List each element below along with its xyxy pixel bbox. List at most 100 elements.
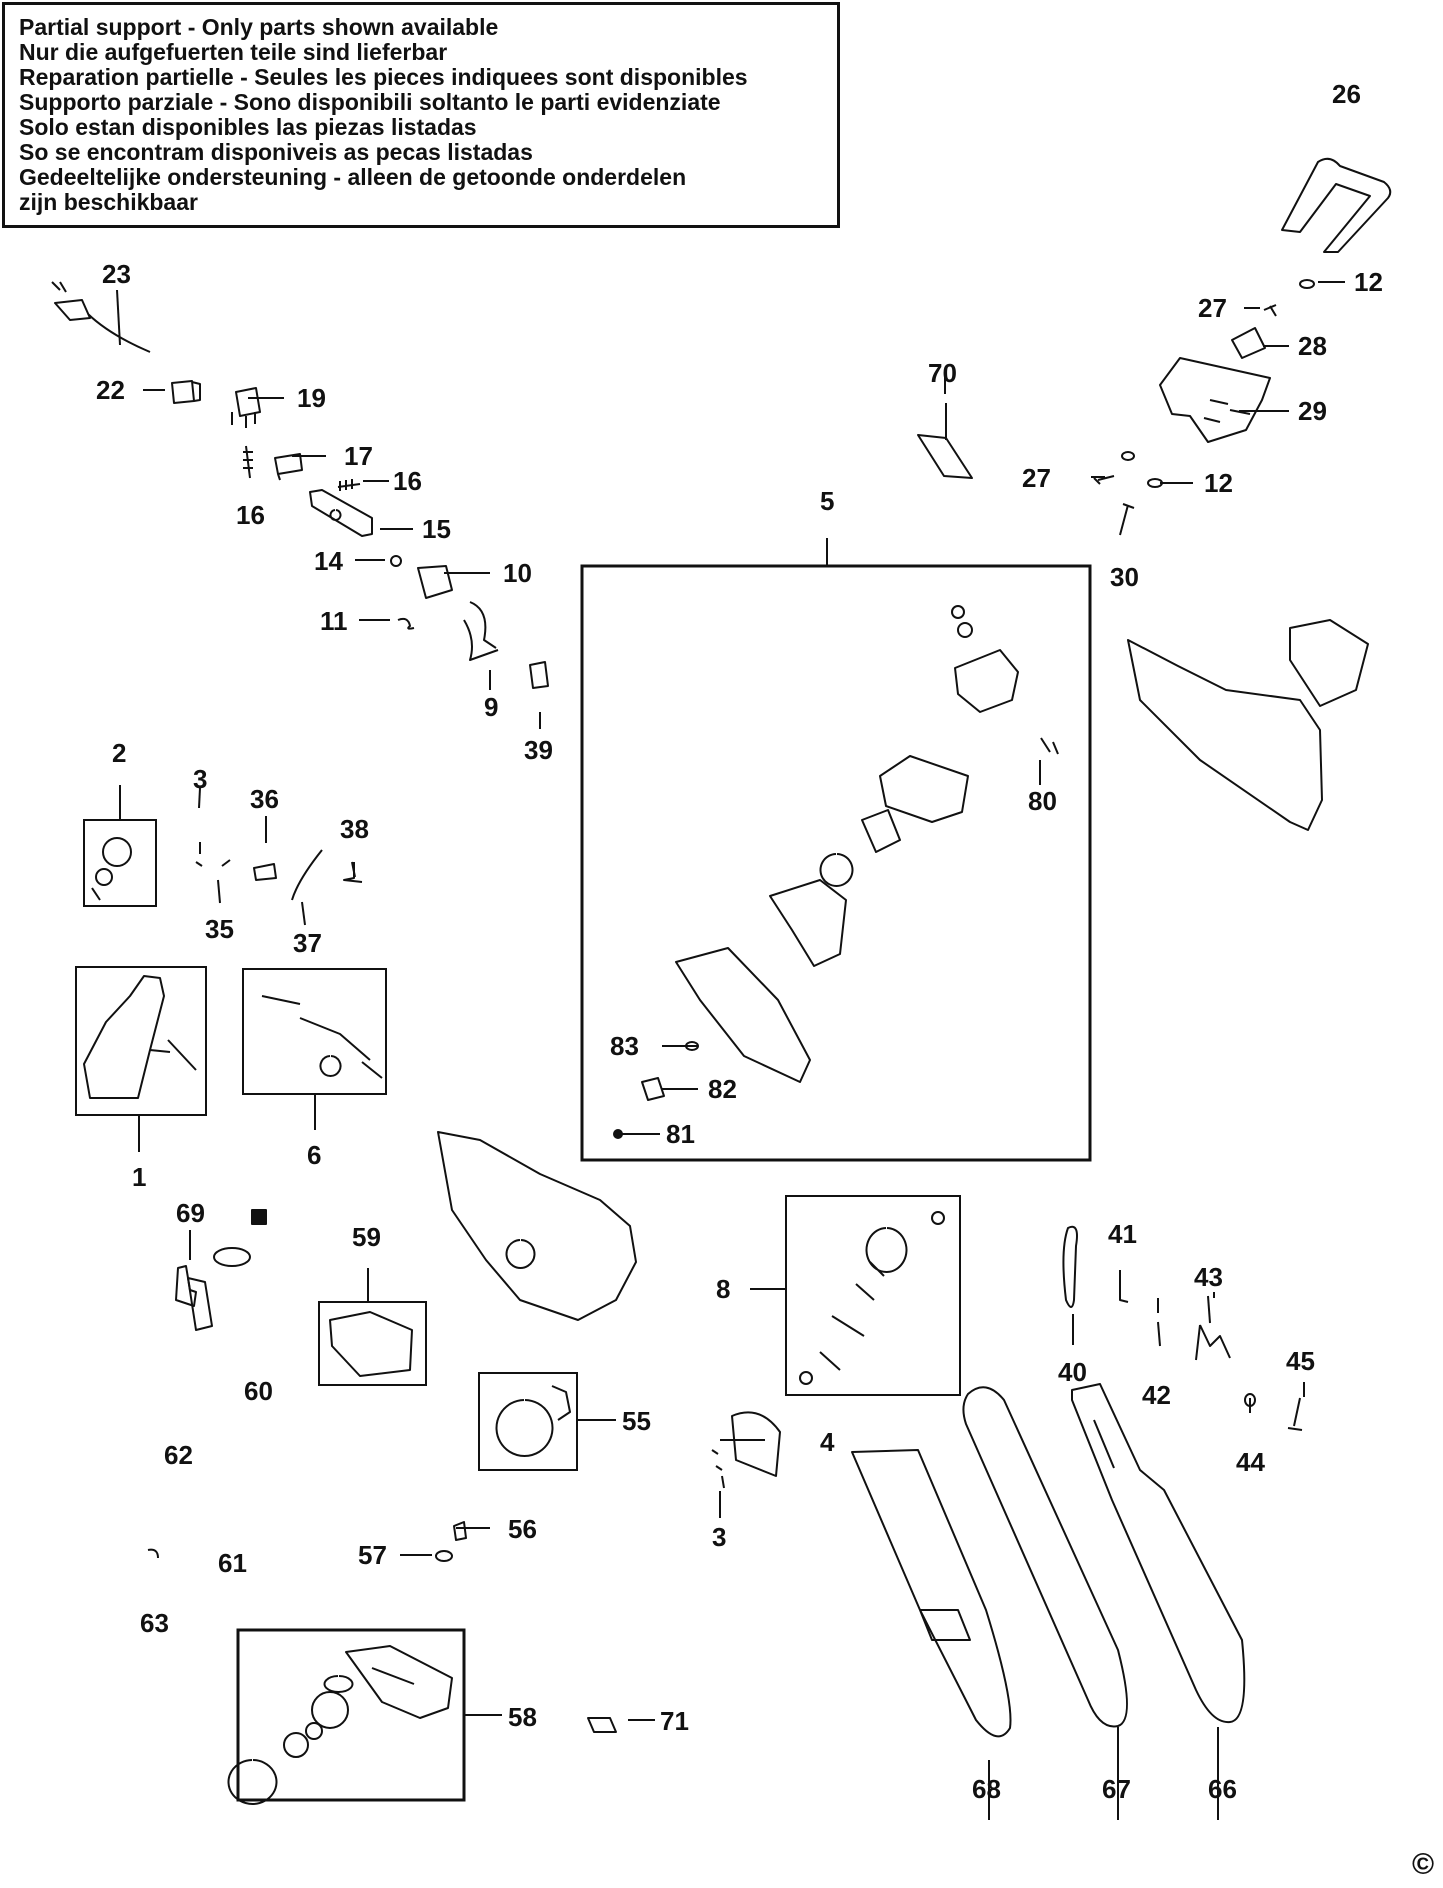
group-box-59 bbox=[318, 1301, 427, 1386]
notice-line: Reparation partielle - Seules les pieces… bbox=[19, 64, 748, 90]
callout-26: 26 bbox=[1332, 79, 1361, 109]
callout-12: 12 bbox=[1204, 468, 1233, 498]
screw-part bbox=[453, 1521, 467, 1541]
callout-11: 11 bbox=[320, 606, 348, 636]
spring-clip-part bbox=[397, 617, 415, 630]
washer-part bbox=[435, 1550, 453, 1562]
body-housing-part bbox=[1127, 619, 1369, 831]
callout-15: 15 bbox=[422, 514, 451, 544]
callout-28: 28 bbox=[1298, 331, 1327, 361]
label-sticker-part bbox=[587, 1717, 617, 1733]
washer-part bbox=[1147, 478, 1163, 488]
notice-line: Solo estan disponibles las piezas listad… bbox=[19, 114, 477, 140]
ring-part bbox=[323, 1675, 354, 1693]
pump-shaft-part bbox=[261, 995, 383, 1079]
callout-60: 60 bbox=[244, 1376, 273, 1406]
callout-80: 80 bbox=[1028, 786, 1057, 816]
screw-part bbox=[1263, 304, 1277, 317]
screw-part bbox=[1119, 503, 1135, 536]
label-sticker-part bbox=[917, 434, 973, 479]
washer-part bbox=[283, 1732, 309, 1758]
callout-5: 5 bbox=[820, 486, 834, 516]
notice-line: Gedeeltelijke ondersteuning - alleen de … bbox=[19, 164, 687, 190]
washer-part bbox=[95, 868, 113, 886]
callout-23: 23 bbox=[102, 259, 131, 289]
brush-holder-part bbox=[641, 1077, 665, 1101]
gear-housing-part bbox=[954, 649, 1019, 713]
wire-spring-part bbox=[463, 601, 499, 661]
callout-59: 59 bbox=[352, 1222, 381, 1252]
chain-catch-part bbox=[731, 1411, 781, 1477]
bearing-part bbox=[305, 1722, 323, 1740]
callout-56: 56 bbox=[508, 1514, 537, 1544]
handguard-part bbox=[1159, 357, 1271, 443]
callout-67: 67 bbox=[1102, 1774, 1131, 1804]
callout-58: 58 bbox=[508, 1702, 537, 1732]
callout-12: 12 bbox=[1354, 267, 1383, 297]
switch-block-part bbox=[274, 453, 303, 481]
group-box-1 bbox=[75, 966, 207, 1116]
chain-housing-part bbox=[437, 1131, 637, 1321]
tensioner-clip-part bbox=[1195, 1324, 1231, 1361]
callout-81: 81 bbox=[666, 1119, 695, 1149]
callout-69: 69 bbox=[176, 1198, 205, 1228]
washer-part bbox=[799, 1371, 813, 1385]
lock-button-part bbox=[417, 565, 453, 599]
callout-3: 3 bbox=[193, 764, 207, 794]
callout-36: 36 bbox=[250, 784, 279, 814]
callout-30: 30 bbox=[1110, 562, 1139, 592]
hook-part bbox=[343, 862, 363, 883]
callout-57: 57 bbox=[358, 1540, 387, 1570]
nozzle-part bbox=[91, 887, 101, 901]
oil-hose-part bbox=[291, 849, 323, 901]
ball-part bbox=[390, 555, 402, 567]
notice-line: Nur die aufgefuerten teile sind lieferba… bbox=[19, 39, 448, 65]
callout-10: 10 bbox=[503, 558, 532, 588]
callout-71: 71 bbox=[660, 1706, 689, 1736]
fitting-part bbox=[253, 863, 277, 881]
spring-part bbox=[337, 479, 361, 491]
callout-45: 45 bbox=[1286, 1346, 1315, 1376]
callout-70: 70 bbox=[928, 358, 957, 388]
oil-pump-gear-part bbox=[102, 837, 132, 867]
cable-sleeve-part bbox=[171, 380, 201, 404]
scabbard-part bbox=[851, 1449, 1012, 1738]
notice-line: zijn beschikbaar bbox=[19, 189, 198, 215]
notice-line: Supporto parziale - Sono disponibili sol… bbox=[19, 89, 721, 115]
callout-66: 66 bbox=[1208, 1774, 1237, 1804]
callout-16: 16 bbox=[393, 466, 422, 496]
callout-17: 17 bbox=[344, 441, 373, 471]
bearing-part bbox=[931, 1211, 945, 1225]
power-plug-part bbox=[51, 281, 151, 353]
trigger-plate-part bbox=[309, 489, 373, 537]
callout-8: 8 bbox=[716, 1274, 730, 1304]
partial-support-notice: Partial support - Only parts shown avail… bbox=[2, 2, 840, 228]
saw-chain-part bbox=[962, 1386, 1128, 1728]
callout-19: 19 bbox=[297, 383, 326, 413]
callout-41: 41 bbox=[1108, 1219, 1137, 1249]
tensioner-bar-part bbox=[1062, 1225, 1078, 1308]
bearing-part bbox=[951, 605, 965, 619]
clutch-part bbox=[495, 1385, 571, 1457]
callout-62: 62 bbox=[164, 1440, 193, 1470]
notice-line: So se encontram disponiveis as pecas lis… bbox=[19, 139, 533, 165]
callout-9: 9 bbox=[484, 692, 498, 722]
callout-55: 55 bbox=[622, 1406, 651, 1436]
callout-82: 82 bbox=[708, 1074, 737, 1104]
screw-part bbox=[711, 1449, 725, 1489]
callout-61: 61 bbox=[218, 1548, 247, 1578]
screw-head-part bbox=[613, 1129, 623, 1139]
chain-cover-part bbox=[345, 1645, 453, 1719]
switch-part bbox=[231, 387, 261, 428]
group-box-5 bbox=[580, 564, 1092, 1162]
callout-83: 83 bbox=[610, 1031, 639, 1061]
washer-part bbox=[685, 1041, 699, 1051]
callout-14: 14 bbox=[314, 546, 343, 576]
sprocket-part bbox=[311, 1691, 349, 1729]
callout-43: 43 bbox=[1194, 1262, 1223, 1292]
knob-part bbox=[251, 1209, 267, 1225]
callout-68: 68 bbox=[972, 1774, 1001, 1804]
callout-37: 37 bbox=[293, 928, 322, 958]
group-box-8 bbox=[785, 1195, 961, 1396]
